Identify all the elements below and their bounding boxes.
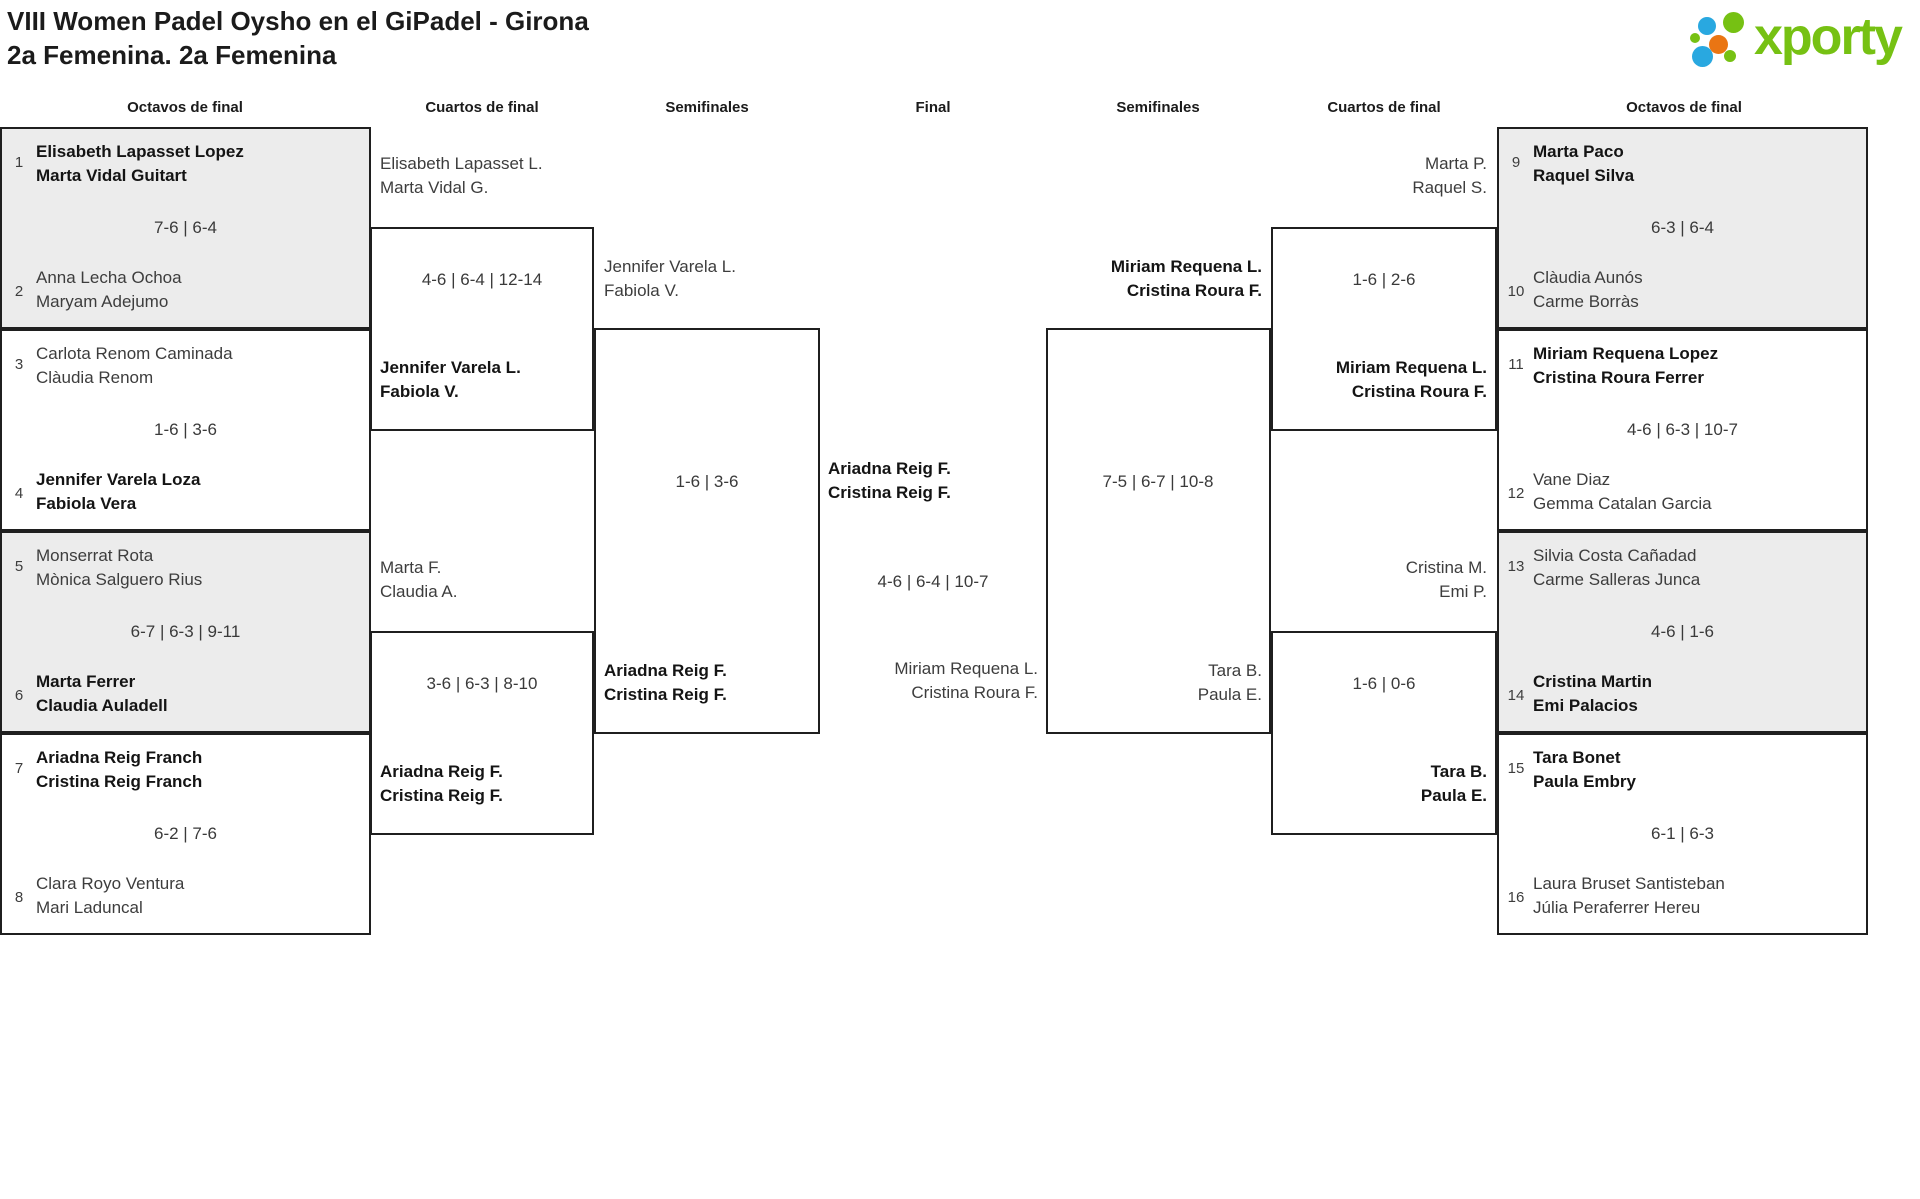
logo-wordmark: xporty	[1754, 8, 1903, 66]
team-entry: Miriam Requena L. Cristina Roura F.	[1335, 358, 1487, 401]
team-entry: Tara B. Paula E.	[1197, 661, 1262, 704]
connector-qf-right-top	[1271, 227, 1497, 431]
match-score: 6-7 | 6-3 | 9-11	[130, 622, 241, 641]
team-entry: Cristina Martin Emi Palacios	[1533, 672, 1653, 715]
logo-dot-orange	[1709, 35, 1728, 54]
match-score: 4-6 | 1-6	[1650, 622, 1714, 641]
final-team-entry: Miriam Requena L. Cristina Roura F.	[894, 659, 1038, 702]
connector-qf-left-top	[370, 227, 594, 431]
seed-number: 14	[1507, 687, 1525, 704]
xporty-logo[interactable]: xporty	[1686, 4, 1916, 76]
match-box-r16-6: 11 Miriam Requena Lopez Cristina Roura F…	[1497, 329, 1868, 531]
match-box-r16-5: 9 Marta Paco Raquel Silva 6-3 | 6-4 10 C…	[1497, 127, 1868, 329]
match-box-r16-7: 13 Silvia Costa Cañadad Carme Salleras J…	[1497, 531, 1868, 733]
seed-number: 8	[14, 889, 24, 906]
seed-number: 9	[1511, 154, 1521, 171]
round-header-octavos-right: Octavos de final	[1626, 99, 1742, 116]
match-score: 7-6 | 6-4	[153, 218, 217, 237]
seed-number: 3	[14, 356, 24, 373]
seed-number: 4	[14, 485, 24, 502]
logo-dot-green-tiny	[1690, 33, 1700, 43]
team-entry: Carlota Renom Caminada Clàudia Renom	[36, 344, 233, 387]
match-score: 1-6 | 0-6	[1352, 674, 1416, 693]
final-team-entry: Ariadna Reig F. Cristina Reig F.	[828, 459, 951, 502]
seed-number: 5	[14, 558, 24, 575]
seed-number: 13	[1507, 558, 1525, 575]
team-entry: Silvia Costa Cañadad Carme Salleras Junc…	[1533, 546, 1701, 589]
round-header-semis-left: Semifinales	[665, 99, 749, 116]
seed-number: 12	[1507, 485, 1525, 502]
match-box-r16-1: 1 Elisabeth Lapasset Lopez Marta Vidal G…	[0, 127, 371, 329]
seed-number: 11	[1508, 356, 1524, 373]
match-box-r16-2: 3 Carlota Renom Caminada Clàudia Renom 1…	[0, 329, 371, 531]
team-entry: Ariadna Reig F. Cristina Reig F.	[604, 661, 727, 704]
team-entry: Elisabeth Lapasset Lopez Marta Vidal Gui…	[36, 142, 244, 185]
team-entry: Anna Lecha Ochoa Maryam Adejumo	[36, 268, 182, 311]
final-score: 4-6 | 6-4 | 10-7	[877, 572, 989, 591]
team-entry: Jennifer Varela Loza Fabiola Vera	[36, 470, 201, 513]
connector-qf-right-bottom	[1271, 631, 1497, 835]
team-entry: Tara Bonet Paula Embry	[1533, 748, 1636, 791]
page-title: VIII Women Padel Oysho en el GiPadel - G…	[7, 4, 589, 72]
team-entry: Marta Ferrer Claudia Auladell	[36, 672, 168, 715]
team-entry: Miriam Requena Lopez Cristina Roura Ferr…	[1533, 344, 1719, 387]
seed-number: 15	[1507, 760, 1525, 777]
seed-number: 16	[1507, 889, 1525, 906]
team-entry: Cristina M. Emi P.	[1405, 558, 1487, 601]
match-score: 6-2 | 7-6	[153, 824, 217, 843]
round-header-cuartos-left: Cuartos de final	[425, 99, 539, 116]
team-entry: Miriam Requena L. Cristina Roura F.	[1110, 257, 1262, 300]
match-score: 1-6 | 2-6	[1352, 270, 1416, 289]
match-score: 1-6 | 3-6	[153, 420, 217, 439]
match-score: 7-5 | 6-7 | 10-8	[1102, 472, 1214, 491]
logo-dot-blue-large	[1692, 46, 1713, 67]
team-entry: Ariadna Reig Franch Cristina Reig Franch	[36, 748, 203, 791]
logo-dot-blue-small	[1698, 17, 1716, 35]
round-header-octavos-left: Octavos de final	[127, 99, 243, 116]
team-entry: Vane Diaz Gemma Catalan Garcia	[1533, 470, 1712, 513]
match-box-r16-8: 15 Tara Bonet Paula Embry 6-1 | 6-3 16 L…	[1497, 733, 1868, 935]
team-entry: Marta F. Claudia A.	[380, 558, 458, 601]
match-score: 6-3 | 6-4	[1650, 218, 1714, 237]
logo-dot-green-large	[1723, 12, 1744, 33]
match-score: 3-6 | 6-3 | 8-10	[426, 674, 538, 693]
team-entry: Marta Paco Raquel Silva	[1533, 142, 1635, 185]
logo-dot-green-small	[1724, 50, 1736, 62]
match-box-r16-4: 7 Ariadna Reig Franch Cristina Reig Fran…	[0, 733, 371, 935]
team-entry: Jennifer Varela L. Fabiola V.	[380, 358, 521, 401]
team-entry: Tara B. Paula E.	[1420, 762, 1487, 805]
team-entry: Monserrat Rota Mònica Salguero Rius	[36, 546, 203, 589]
tournament-title: VIII Women Padel Oysho en el GiPadel - G…	[7, 6, 589, 36]
seed-number: 7	[14, 760, 24, 777]
team-entry: Marta P. Raquel S.	[1412, 154, 1487, 197]
seed-number: 2	[14, 283, 24, 300]
match-score: 6-1 | 6-3	[1650, 824, 1714, 843]
connector-sf-right	[1046, 328, 1271, 734]
category-subtitle: 2a Femenina. 2a Femenina	[7, 40, 337, 70]
seed-number: 1	[14, 154, 24, 171]
match-score: 4-6 | 6-3 | 10-7	[1627, 420, 1738, 439]
round-header-final: Final	[915, 99, 951, 116]
team-entry: Clara Royo Ventura Mari Laduncal	[36, 874, 185, 917]
match-score: 1-6 | 3-6	[675, 472, 739, 491]
round-header-semis-right: Semifinales	[1116, 99, 1200, 116]
team-entry: Clàudia Aunós Carme Borràs	[1533, 268, 1643, 311]
match-score: 4-6 | 6-4 | 12-14	[421, 270, 543, 289]
connector-sf-left	[594, 328, 820, 734]
seed-number: 6	[14, 687, 24, 704]
team-entry: Elisabeth Lapasset L. Marta Vidal G.	[380, 154, 543, 197]
team-entry: Jennifer Varela L. Fabiola V.	[604, 257, 736, 300]
seed-number: 10	[1507, 283, 1525, 300]
team-entry: Ariadna Reig F. Cristina Reig F.	[380, 762, 503, 805]
match-box-r16-3: 5 Monserrat Rota Mònica Salguero Rius 6-…	[0, 531, 371, 733]
connector-qf-left-bottom	[370, 631, 594, 835]
round-header-cuartos-right: Cuartos de final	[1327, 99, 1441, 116]
team-entry: Laura Bruset Santisteban Júlia Peraferre…	[1533, 874, 1725, 917]
